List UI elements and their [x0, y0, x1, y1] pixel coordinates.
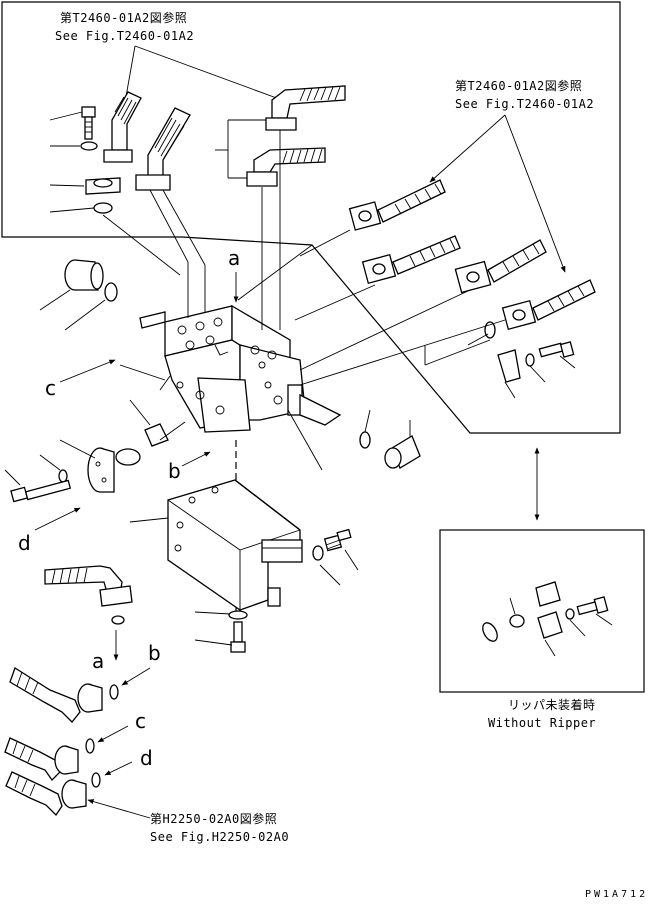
hose-elbow-2: [135, 107, 191, 191]
gasket-plate: [139, 311, 166, 329]
washer-left: [58, 469, 68, 483]
o-ring-bottom-2: [85, 738, 95, 754]
hose-right-3: [454, 239, 547, 294]
plug-left: [64, 259, 104, 291]
ref-top-left-en: See Fig.T2460-01A2: [55, 29, 194, 43]
inset-washer: [509, 614, 525, 628]
hose-right-4: [501, 279, 596, 331]
inset-caption-jp: リッパ未装着時: [508, 697, 596, 712]
o-ring-left: [104, 282, 118, 302]
bolt-right: [538, 341, 575, 358]
washer-right: [525, 353, 535, 367]
inset-o-ring: [482, 622, 498, 642]
hose-right-1: [348, 179, 446, 231]
inset-bolt: [576, 596, 609, 616]
drawing-code: PW1A712: [585, 889, 648, 900]
inset-caption-en: Without Ripper: [488, 716, 596, 730]
split-flange-top-left: [85, 177, 121, 195]
o-ring-mid-right: [359, 431, 371, 449]
tube-assembly-1: [9, 667, 103, 723]
letter-a-top: a: [228, 246, 240, 270]
ref-top-right-en: See Fig.T2460-01A2: [455, 97, 594, 111]
letter-c-mid: c: [45, 376, 56, 400]
inset-split-flange-2: [537, 611, 563, 639]
ref-bottom-jp: 第H2250-02A0図参照: [150, 811, 277, 826]
inset-frame: [439, 529, 645, 693]
o-ring-mid-left: [115, 448, 141, 466]
bolt-top-left: [81, 106, 96, 140]
ref-top-left-jp: 第T2460-01A2図参照: [60, 10, 187, 25]
hose-top-middle-2: [246, 147, 326, 187]
hose-right-2: [361, 235, 461, 285]
washer-lower-right: [312, 545, 324, 561]
washer-top-left: [80, 141, 98, 151]
ripper-valve-block: [167, 479, 303, 611]
bolt-left: [10, 479, 72, 503]
ref-top-right-jp: 第T2460-01A2図参照: [455, 78, 582, 93]
letter-b-mid: b: [168, 459, 181, 483]
letter-d-bottom: d: [140, 746, 153, 770]
hose-elbow-1: [103, 91, 142, 163]
letter-a-bottom: a: [92, 649, 104, 673]
ref-bottom-en: See Fig.H2250-02A0: [150, 830, 289, 844]
control-valve-body: [164, 304, 306, 433]
o-ring-bottom-1: [109, 684, 119, 700]
hose-elbow-lower: [44, 565, 133, 607]
split-flange-right: [497, 349, 521, 383]
o-ring-lower-1: [111, 615, 125, 625]
letter-d-mid: d: [18, 531, 31, 555]
washer-lower: [228, 610, 248, 620]
flange-left: [87, 447, 115, 493]
o-ring-bottom-3: [91, 772, 101, 788]
letter-c-bottom: c: [135, 709, 146, 733]
elbow-fitting-small: [144, 423, 169, 447]
inset-split-flange-1: [535, 581, 561, 607]
tube-assembly-3: [5, 771, 87, 817]
tube-assembly-2: [4, 737, 79, 782]
o-ring-top-left: [93, 202, 113, 214]
plug-right: [384, 435, 421, 469]
upper-assembly-frame: [1, 1, 621, 434]
bolt-lower: [230, 621, 246, 653]
inset-small-washer: [565, 608, 575, 620]
letter-b-bottom: b: [148, 641, 161, 665]
bolt-lower-right: [323, 528, 352, 552]
hose-top-middle-1: [265, 85, 346, 131]
